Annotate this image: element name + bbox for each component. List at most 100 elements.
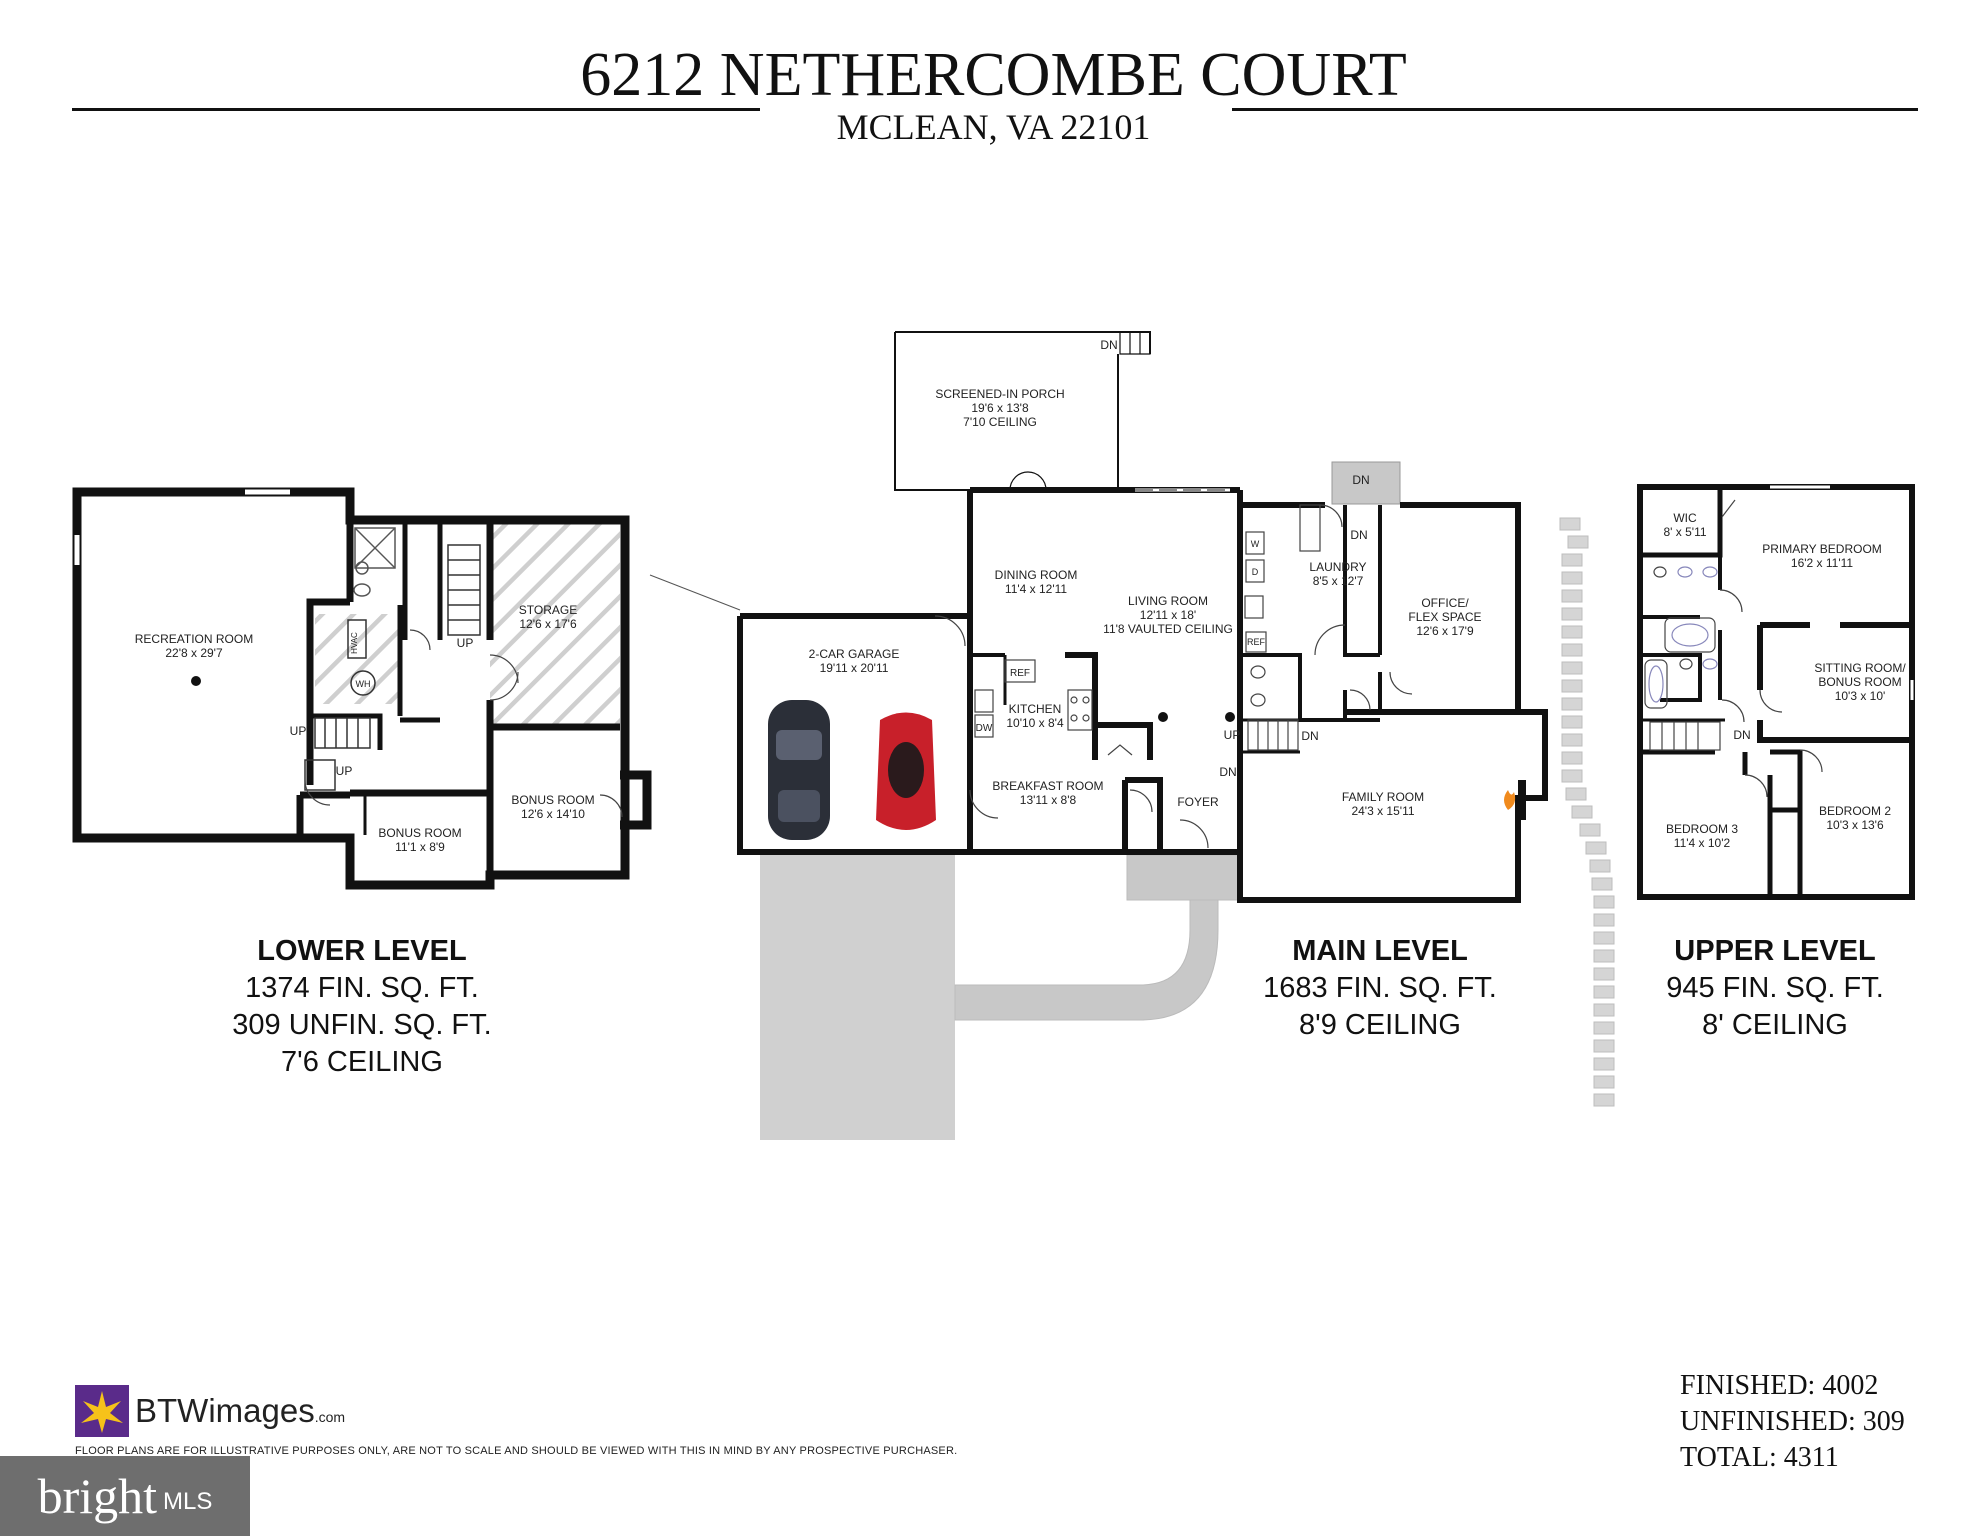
title-rule-right	[1232, 108, 1918, 111]
lower-level-summary: LOWER LEVEL 1374 FIN. SQ. FT. 309 UNFIN.…	[162, 932, 562, 1081]
car-red-icon	[876, 712, 936, 830]
totals-total: TOTAL: 4311	[1680, 1442, 1839, 1473]
level-name: LOWER LEVEL	[257, 935, 467, 967]
level-line: 7'6 CEILING	[281, 1046, 443, 1078]
water-heater-icon	[350, 670, 376, 696]
fixture-d: D	[1252, 567, 1259, 577]
room-dims-dining: 11'4 x 12'11	[1005, 582, 1068, 596]
room-dims-kitchen: 10'10 x 8'4	[1006, 716, 1064, 730]
fixture-dn: DN	[1100, 338, 1117, 352]
room-name-foyer: FOYER	[1177, 795, 1219, 809]
room-extra-sitting: 10'3 x 10'	[1835, 689, 1886, 703]
lower-interior-wall	[350, 727, 494, 885]
kitchen-fixtures	[974, 659, 1093, 738]
brand-name: BTWimages.com	[135, 1392, 346, 1429]
level-line: 945 FIN. SQ. FT.	[1666, 972, 1884, 1004]
laundry-fixtures	[1244, 504, 1321, 751]
room-name-bonus-2: BONUS ROOM	[511, 793, 594, 807]
page-title: 6212 NETHERCOMBE COURT	[580, 41, 1407, 109]
room-extra-porch: 7'10 CEILING	[963, 415, 1037, 429]
level-line: 1683 FIN. SQ. FT.	[1263, 972, 1497, 1004]
hvac-unit-icon	[347, 619, 367, 659]
upper-level-summary: UPPER LEVEL 945 FIN. SQ. FT. 8' CEILING	[1575, 932, 1975, 1044]
fixture-ref: REF	[1247, 637, 1266, 647]
garage-wall	[737, 613, 970, 855]
lower-interior-wall	[296, 791, 350, 838]
room-dims-breakfast: 13'11 x 8'8	[1020, 793, 1077, 807]
room-dims-sitting: BONUS ROOM	[1818, 675, 1901, 689]
upper-level-plan	[1637, 484, 1915, 900]
room-dims-wic: 8' x 5'11	[1663, 525, 1706, 539]
upper-interior-wall	[1640, 749, 1803, 813]
room-dims-porch: 19'6 x 13'8	[971, 401, 1029, 415]
level-line: 8'9 CEILING	[1299, 1009, 1461, 1041]
garage-side-line	[649, 574, 741, 611]
room-dims-bonus-1: 11'1 x 8'9	[395, 840, 445, 854]
stepping-stones	[1559, 517, 1615, 1107]
room-name-storage: STORAGE	[519, 603, 577, 617]
main-interior-wall	[968, 653, 1005, 852]
room-name-kitchen: KITCHEN	[1009, 702, 1062, 716]
fixture-dn: DN	[1350, 528, 1367, 542]
room-dims-recreation: 22'8 x 29'7	[165, 646, 223, 660]
upper-interior-wall	[1757, 622, 1912, 690]
room-extra-living: 11'8 VAULTED CEILING	[1103, 622, 1233, 636]
room-name-recreation: RECREATION ROOM	[135, 632, 253, 646]
main-outer-wall	[967, 487, 1243, 855]
square-footage-totals: FINISHED: 4002 UNFINISHED: 309 TOTAL: 43…	[1680, 1368, 1905, 1476]
east-interior-wall	[1343, 505, 1382, 657]
lower-interior-wall	[397, 605, 440, 723]
fixture-dn: DN	[1733, 728, 1750, 742]
room-dims-bedroom-2: 10'3 x 13'6	[1826, 818, 1884, 832]
fixture-up: UP	[336, 764, 353, 778]
car-dark-icon	[768, 700, 830, 840]
storage-hatch	[490, 520, 620, 727]
btwimages-logo-icon	[75, 1385, 129, 1437]
room-name-dining: DINING ROOM	[995, 568, 1078, 582]
room-name-bonus-1: BONUS ROOM	[378, 826, 461, 840]
lower-bathroom-fixtures	[353, 527, 396, 597]
totals-finished: FINISHED: 4002	[1680, 1370, 1879, 1401]
fixture-dw: DW	[976, 723, 993, 734]
east-interior-wall	[1240, 718, 1300, 754]
room-name-living: LIVING ROOM	[1128, 594, 1208, 608]
main-interior-wall	[1065, 652, 1098, 760]
level-name: UPPER LEVEL	[1674, 935, 1876, 967]
lower-bumpout	[620, 770, 652, 830]
room-name-bedroom-3: BEDROOM 3	[1666, 822, 1738, 836]
room-dims-family: 24'3 x 15'11	[1351, 804, 1414, 818]
room-name-breakfast: BREAKFAST ROOM	[992, 779, 1103, 793]
room-dims-storage: 12'6 x 17'6	[519, 617, 577, 631]
room-name-garage: 2-CAR GARAGE	[809, 647, 900, 661]
room-name-porch: SCREENED-IN PORCH	[935, 387, 1064, 401]
lower-level-plan	[72, 487, 652, 890]
east-interior-wall	[1240, 653, 1380, 722]
fixture-dn: DN	[1352, 473, 1369, 487]
fixture-dn: DN	[1301, 729, 1318, 743]
page-subtitle: MCLEAN, VA 22101	[836, 107, 1151, 147]
disclaimer-text: FLOOR PLANS ARE FOR ILLUSTRATIVE PURPOSE…	[75, 1445, 958, 1457]
upper-interior-wall	[1640, 615, 1702, 702]
hvac-hatch	[315, 614, 400, 704]
fireplace-icon	[1504, 780, 1526, 820]
lower-doors	[304, 629, 623, 818]
chimney	[1331, 461, 1401, 505]
lower-level-labels: RECREATION ROOM 22'8 x 29'7 STORAGE 12'6…	[135, 603, 595, 854]
room-extra-office: 12'6 x 17'9	[1416, 624, 1474, 638]
room-dims-living: 12'11 x 18'	[1140, 608, 1196, 622]
walkway	[954, 899, 1219, 1021]
fixture-up: UP	[1224, 728, 1241, 742]
room-dims-office: FLEX SPACE	[1408, 610, 1481, 624]
upper-doors	[1719, 499, 1823, 798]
main-interior-wall	[1095, 722, 1153, 760]
main-level-summary: MAIN LEVEL 1683 FIN. SQ. FT. 8'9 CEILING	[1180, 932, 1580, 1044]
fixture-ref: REF	[1010, 668, 1030, 679]
room-dims-bedroom-3: 11'4 x 10'2	[1674, 836, 1731, 850]
fixture-dn: DN	[1219, 765, 1236, 779]
room-name-sitting: SITTING ROOM/	[1814, 661, 1906, 675]
upper-interior-wall	[1757, 720, 1912, 743]
upper-interior-wall	[1767, 775, 1803, 897]
ceiling-fixture-dot	[1225, 712, 1235, 722]
ceiling-fixture-dot	[1158, 712, 1168, 722]
room-dims-garage: 19'11 x 20'11	[820, 661, 889, 675]
